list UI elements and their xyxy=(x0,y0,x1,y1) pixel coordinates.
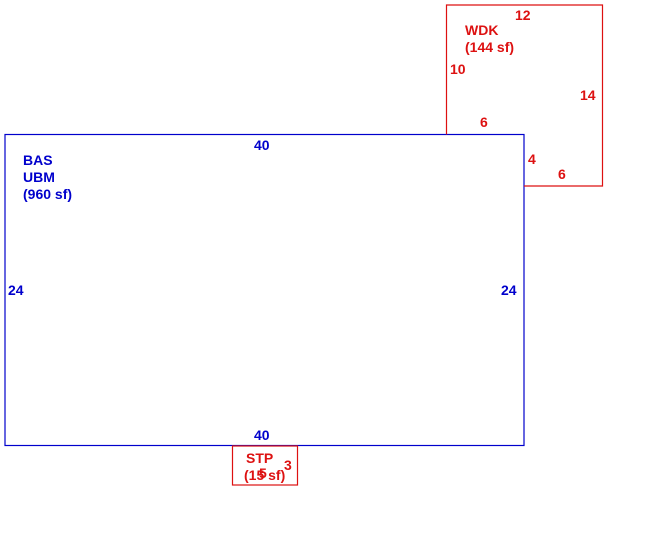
bas-dim-left: 24 xyxy=(8,282,24,298)
wdk-code-label: WDK xyxy=(465,22,499,38)
bas-dim-right: 24 xyxy=(501,282,517,298)
wdk-dim-inner-bottom: 6 xyxy=(480,114,488,130)
wdk-dim-top: 12 xyxy=(515,7,531,23)
bas-code-label: BAS xyxy=(23,152,53,168)
wdk-dim-right: 14 xyxy=(580,87,596,103)
stp-area-label: (15 sf) xyxy=(244,467,286,483)
stp-outline xyxy=(231,445,299,486)
bas-dim-top: 40 xyxy=(254,137,270,153)
wdk-dim-step-bottom: 6 xyxy=(558,166,566,182)
wdk-outline xyxy=(445,4,604,187)
stp-dim-width: 5 xyxy=(259,465,267,481)
bas-subcode-label: UBM xyxy=(23,169,55,185)
stp-dim-depth: 3 xyxy=(284,457,292,473)
wdk-dim-left: 10 xyxy=(450,61,466,77)
bas-outline xyxy=(4,133,525,447)
stp-code-label: STP xyxy=(246,450,274,466)
bas-dim-bottom: 40 xyxy=(254,427,270,443)
wdk-dim-step-side: 4 xyxy=(528,151,536,167)
bas-area-label: (960 sf) xyxy=(23,186,73,202)
wdk-area-label: (144 sf) xyxy=(465,39,515,55)
